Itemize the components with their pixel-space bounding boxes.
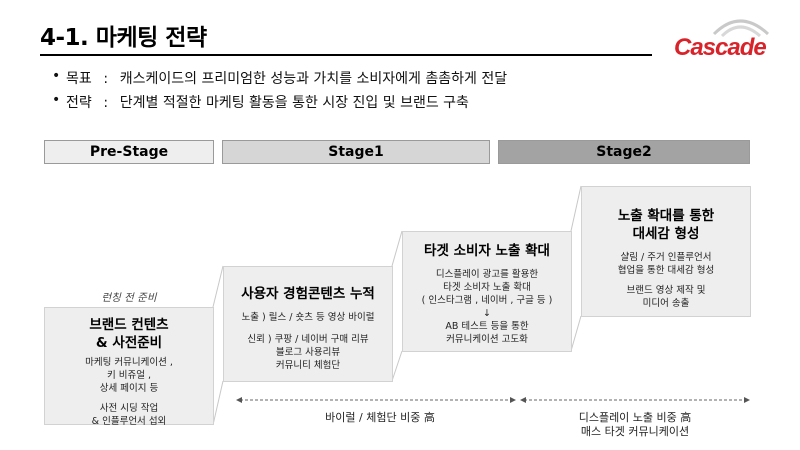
page-title: 4-1. 마케팅 전략 xyxy=(40,25,207,51)
bullet-label: 전략 xyxy=(66,95,92,111)
bullet-dot: • xyxy=(52,92,61,108)
step-text: 키 비쥬얼 , xyxy=(106,370,152,381)
stage-bar-pre: Pre-Stage xyxy=(44,140,214,164)
step-text: 브랜드 영상 제작 및 xyxy=(626,285,706,296)
step-title: 사용자 경험콘텐츠 누적 xyxy=(241,286,375,302)
step-title: 타겟 소비자 노출 확대 xyxy=(424,243,550,259)
step-box-target-exposure: 타겟 소비자 노출 확대 디스플레이 광고를 활용한 타겟 소비자 노출 확대 … xyxy=(402,231,572,352)
step-text: 마케팅 커뮤니케이션 , xyxy=(85,357,173,368)
bullet-text: 캐스케이드의 프리미엄한 성능과 가치를 소비자에게 촘촘하게 전달 xyxy=(119,71,508,87)
title-underline xyxy=(40,54,652,56)
step-title: 브랜드 컨텐츠 xyxy=(89,317,169,333)
stage-bar-1: Stage1 xyxy=(222,140,490,164)
step-text: 타겟 소비자 노출 확대 xyxy=(443,282,531,293)
stage-bar-2: Stage2 xyxy=(498,140,750,164)
step-text: 디스플레이 광고를 활용한 xyxy=(435,269,539,280)
logo-arcs-icon xyxy=(712,19,770,38)
logo-text: Cascade xyxy=(674,34,767,61)
stage-label: Pre-Stage xyxy=(89,144,169,160)
step-text: 미디어 송출 xyxy=(642,298,690,309)
step-text: AB 테스트 등을 통한 xyxy=(445,321,529,332)
step-text: & 인플루언서 섭외 xyxy=(91,416,167,427)
bullet-dot: • xyxy=(52,68,61,84)
pre-stage-note: 런칭 전 준비 xyxy=(101,292,157,304)
step-text: 샬림 / 주거 인플루언서 xyxy=(620,252,712,263)
bullet-text: 단계별 적절한 마케팅 활동을 통한 시장 진입 및 브랜드 구축 xyxy=(119,95,469,111)
stage-label: Stage1 xyxy=(328,144,384,160)
bullet-label: 목표 xyxy=(66,71,92,87)
step-box-trend-formation: 노출 확대를 통한 대세감 형성 샬림 / 주거 인플루언서 협업을 통한 대세… xyxy=(581,186,751,317)
cascade-logo: Cascade xyxy=(652,8,782,70)
step-text: 상세 페이지 등 xyxy=(99,383,159,394)
step-box-user-experience: 사용자 경험콘텐츠 누적 노출 ) 릴스 / 숏츠 등 영상 바이럴 신뢰 ) … xyxy=(223,266,393,382)
step-box-brand-content: 브랜드 컨텐츠 & 사전준비 마케팅 커뮤니케이션 , 키 비쥬얼 , 상세 페… xyxy=(44,307,214,427)
step-text: 노출 ) 릴스 / 숏츠 등 영상 바이럴 xyxy=(241,312,375,323)
down-arrow-icon: ↓ xyxy=(483,308,491,319)
step-text: 사전 시딩 작업 xyxy=(99,403,159,414)
bullet-strategy: • 전략: 단계별 적절한 마케팅 활동을 통한 시장 진입 및 브랜드 구축 xyxy=(52,92,469,112)
step-title: 노출 확대를 통한 xyxy=(617,208,715,224)
step-text: 신뢰 ) 쿠팡 / 네이버 구매 리뷰 xyxy=(247,334,369,345)
step-title: 대세감 형성 xyxy=(632,226,700,242)
stage-label: Stage2 xyxy=(596,144,652,160)
stage1-focus-label: 바이럴 / 체험단 비중 高 xyxy=(325,411,435,424)
bullet-sep: : xyxy=(103,71,109,87)
stage2-focus-label: 디스플레이 노출 비중 高 xyxy=(578,411,692,424)
step-title: & 사전준비 xyxy=(95,335,163,351)
step-text: 블로그 사용리뷰 xyxy=(275,347,341,358)
step-text: 커뮤니케이션 고도화 xyxy=(446,334,528,345)
stage1-range-arrow-icon xyxy=(236,397,516,403)
stage2-focus-sublabel: 매스 타겟 커뮤니케이션 xyxy=(580,425,690,438)
stage2-range-arrow-icon xyxy=(520,397,750,403)
bullet-goal: • 목표: 캐스케이드의 프리미엄한 성능과 가치를 소비자에게 촘촘하게 전달 xyxy=(52,68,508,88)
bullet-sep: : xyxy=(103,95,109,111)
step-text: 협업을 통한 대세감 형성 xyxy=(617,265,715,276)
step-text: ( 인스타그램 , 네이버 , 구글 등 ) xyxy=(421,295,553,306)
step-text: 커뮤니티 체험단 xyxy=(275,360,341,371)
